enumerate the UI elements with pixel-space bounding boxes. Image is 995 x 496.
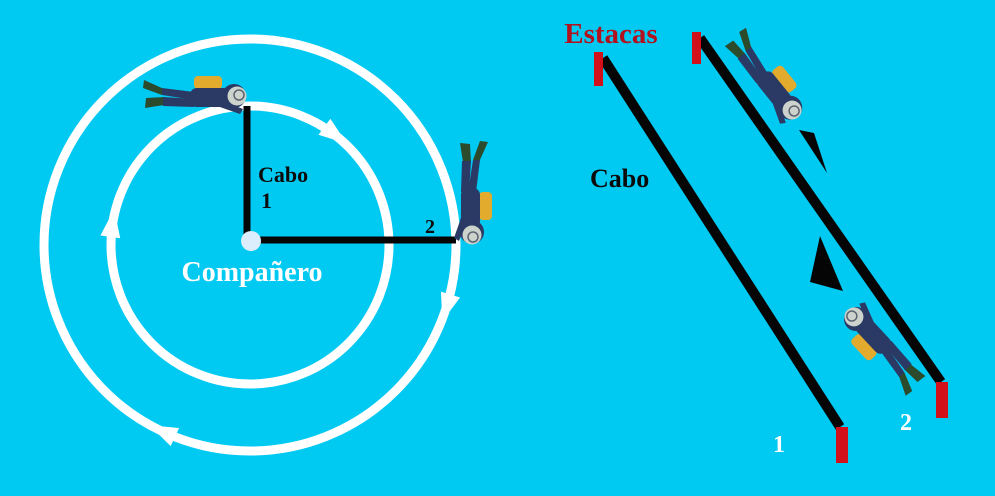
stake-2-bottom <box>936 382 948 418</box>
stake-1-bottom <box>836 427 848 463</box>
rope-2-number-label: 2 <box>900 410 912 436</box>
estacas-label: Estacas <box>564 18 657 50</box>
parallel-rope-search-diagram: Estacas Cabo 1 2 <box>564 18 948 463</box>
travel-arrow-up-icon <box>810 236 843 291</box>
companero-label: Compañero <box>181 257 322 288</box>
parallel-rope-1 <box>598 55 845 430</box>
inner-circle-arrow-top-icon <box>318 118 347 144</box>
circular-search-diagram: Cabo 1 2 Compañero <box>39 34 493 456</box>
cabo-number-label: 1 <box>261 188 272 213</box>
cabo-word-label: Cabo <box>258 162 308 187</box>
outer-pass-number-label: 2 <box>425 216 435 238</box>
outer-circle-arrow-right-icon <box>440 291 461 322</box>
cabo-label-right: Cabo <box>590 164 649 193</box>
outer-search-circle <box>39 34 461 456</box>
travel-arrow-down-icon <box>799 130 827 173</box>
inner-circle-arrow-left-icon <box>100 209 121 239</box>
stake-2-top <box>692 32 701 64</box>
companero-center-point <box>241 231 261 251</box>
outer-circle-arrow-bottom-icon <box>149 425 180 447</box>
parallel-rope-2 <box>695 35 946 385</box>
stake-1-top <box>594 52 603 86</box>
rope-1-number-label: 1 <box>773 432 785 458</box>
